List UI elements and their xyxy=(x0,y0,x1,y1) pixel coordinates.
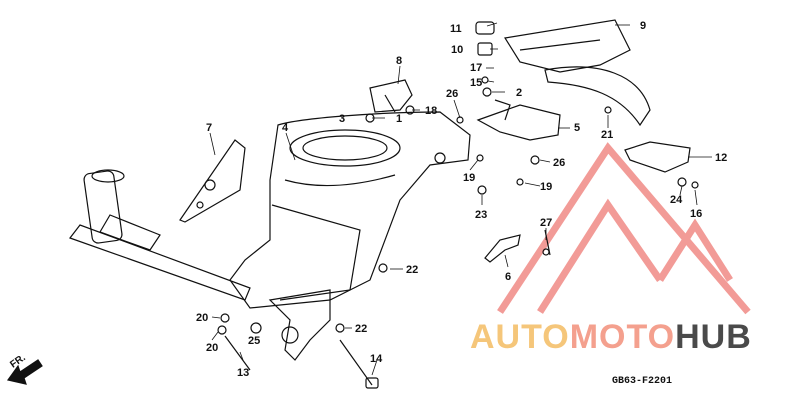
callout-18: 18 xyxy=(425,105,437,117)
frame-headpipe xyxy=(69,169,251,301)
callout-2: 2 xyxy=(516,87,522,99)
callout-21: 21 xyxy=(601,129,613,141)
callouts: 1 2 3 4 5 6 7 8 9 10 11 12 13 14 15 16 1… xyxy=(196,20,727,379)
bracket-part-8 xyxy=(369,79,413,113)
callout-19a: 19 xyxy=(463,172,475,184)
callout-22b: 22 xyxy=(355,323,367,335)
watermark-text: AUTOMOTOHUB xyxy=(470,318,752,357)
callout-26b: 26 xyxy=(553,157,565,169)
callout-6: 6 xyxy=(505,271,511,283)
callout-10: 10 xyxy=(451,44,463,56)
callout-20b: 20 xyxy=(206,342,218,354)
callout-23: 23 xyxy=(475,209,487,221)
callout-24: 24 xyxy=(670,194,683,206)
watermark-hub: HUB xyxy=(675,318,752,356)
rear-fender-part-9 xyxy=(504,19,651,127)
callout-4: 4 xyxy=(282,122,289,134)
callout-11: 11 xyxy=(450,23,462,35)
callout-3: 3 xyxy=(339,113,345,125)
callout-26a: 26 xyxy=(446,88,458,100)
callout-19b: 19 xyxy=(540,181,552,193)
callout-8: 8 xyxy=(396,55,402,67)
watermark-moto: MOTO xyxy=(569,318,676,356)
main-frame-part-4 xyxy=(229,111,471,361)
watermark-auto: AUTO xyxy=(470,318,570,356)
watermark-logo xyxy=(497,142,751,315)
rear-cover-part-12 xyxy=(624,141,691,173)
callout-15: 15 xyxy=(470,77,482,89)
callout-7: 7 xyxy=(206,122,212,134)
direction-arrow-icon xyxy=(6,359,43,385)
callout-1: 1 xyxy=(396,113,402,125)
callout-17: 17 xyxy=(470,62,482,74)
diagram-code: GB63-F2201 xyxy=(612,376,673,387)
callout-20a: 20 xyxy=(196,312,208,324)
callout-9: 9 xyxy=(640,20,646,32)
callout-5: 5 xyxy=(574,122,580,134)
callout-13: 13 xyxy=(237,367,249,379)
callout-16: 16 xyxy=(690,208,702,220)
callout-14: 14 xyxy=(370,353,383,365)
callout-27: 27 xyxy=(540,217,552,229)
fender-bracket-part-5 xyxy=(476,99,561,141)
bracket-part-7 xyxy=(179,139,246,223)
callout-25: 25 xyxy=(248,335,260,347)
callout-12: 12 xyxy=(715,152,727,164)
leader-lines xyxy=(209,22,712,376)
callout-22a: 22 xyxy=(406,264,418,276)
